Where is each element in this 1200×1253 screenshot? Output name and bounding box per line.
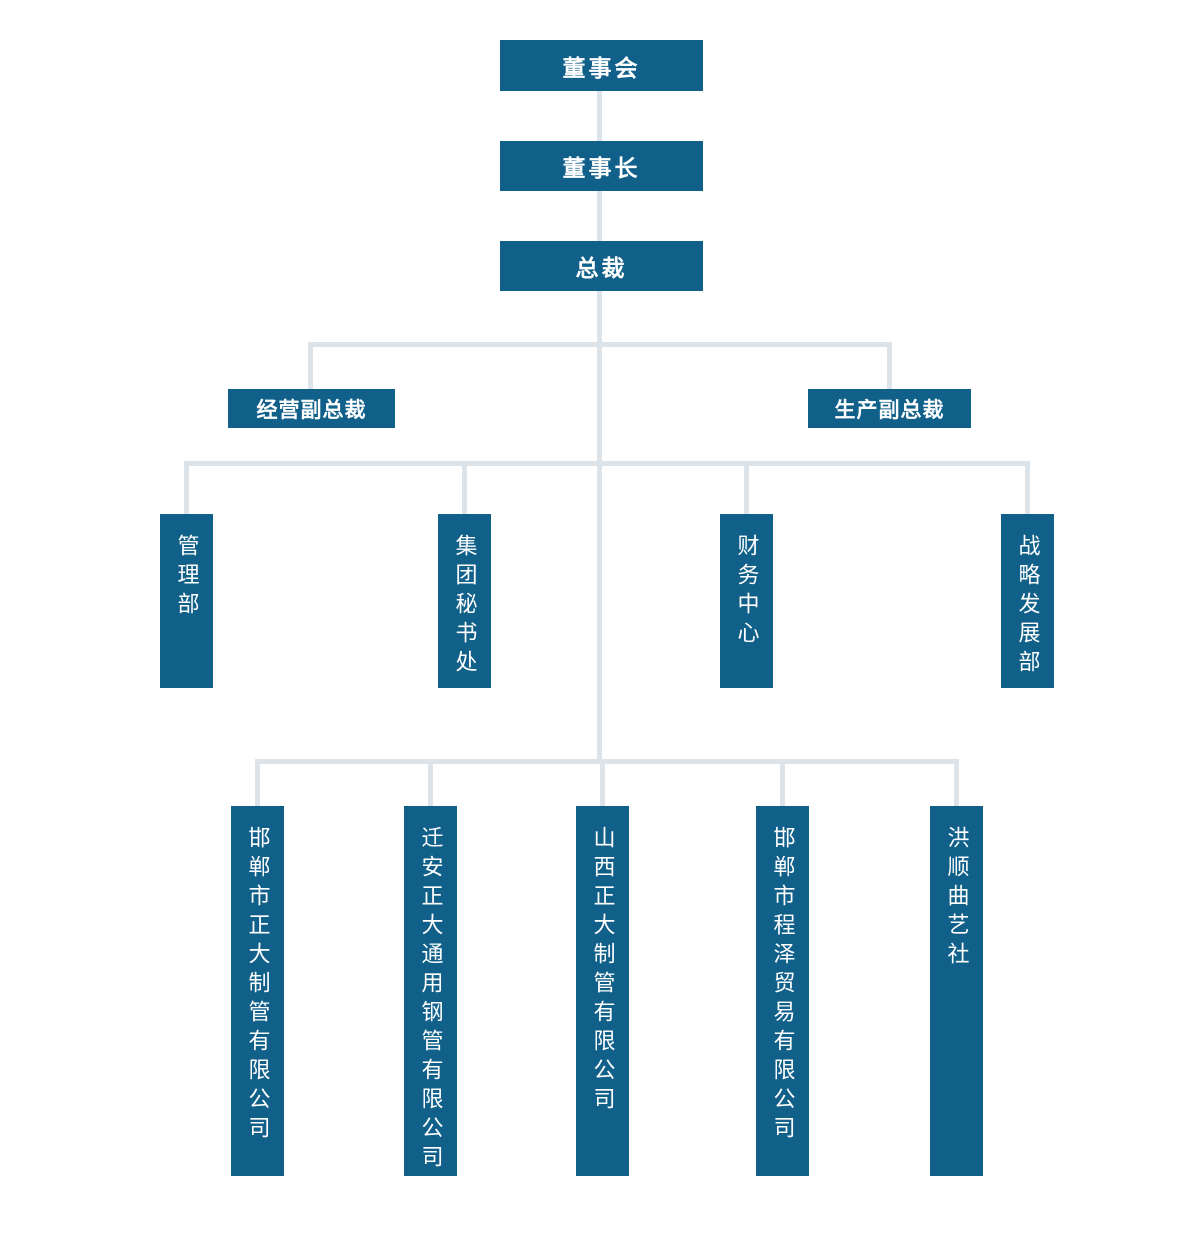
connector-company-3-drop: [600, 759, 605, 806]
org-node-president: 总裁: [500, 241, 703, 291]
org-node-chairman-label: 董事长: [562, 156, 641, 181]
org-node-vp-production-label: 生产副总裁: [834, 397, 945, 422]
org-node-dept-finance-center-label: 财务中心: [734, 534, 760, 650]
org-node-vp-production: 生产副总裁: [808, 389, 971, 428]
org-node-dept-finance-center: 财务中心: [720, 514, 773, 688]
connector-dept-strategy-drop: [1025, 461, 1030, 514]
org-node-dept-group-secretariat: 集团秘书处: [438, 514, 491, 688]
org-node-dept-management-label: 管理部: [174, 534, 200, 621]
org-node-company-qianan-zhengda-steel-pipe: 迁安正大通用钢管有限公司: [404, 806, 457, 1176]
connector-company-4-drop: [780, 759, 785, 806]
org-node-vp-operations-label: 经营副总裁: [256, 397, 367, 422]
connector-dept-management-drop: [184, 461, 189, 514]
org-node-president-label: 总裁: [575, 256, 628, 281]
org-node-dept-management: 管理部: [160, 514, 213, 688]
org-node-company-handan-chengze-trading-label: 邯郸市程泽贸易有限公司: [770, 826, 796, 1145]
org-node-company-shanxi-zhengda-pipe: 山西正大制管有限公司: [576, 806, 629, 1176]
org-node-company-handan-zhengda-pipe-label: 邯郸市正大制管有限公司: [245, 826, 271, 1145]
org-node-board-label: 董事会: [562, 55, 641, 81]
connector-trunk: [597, 291, 602, 764]
connector-company-2-drop: [428, 759, 433, 806]
connector-board-chairman: [597, 91, 602, 141]
org-node-company-hongshun-quyi-club: 洪顺曲艺社: [930, 806, 983, 1176]
org-node-company-shanxi-zhengda-pipe-label: 山西正大制管有限公司: [590, 826, 616, 1116]
org-node-board: 董事会: [500, 40, 703, 91]
org-node-dept-group-secretariat-label: 集团秘书处: [452, 534, 478, 679]
connector-chairman-president: [597, 191, 602, 241]
org-node-vp-operations: 经营副总裁: [228, 389, 395, 428]
org-node-dept-strategic-development: 战略发展部: [1001, 514, 1054, 688]
connector-vp-hline: [308, 342, 892, 347]
connector-vp-operations-drop: [308, 342, 313, 389]
org-node-company-hongshun-quyi-club-label: 洪顺曲艺社: [944, 826, 970, 971]
connector-dept-finance-drop: [744, 461, 749, 514]
org-node-dept-strategic-development-label: 战略发展部: [1015, 534, 1041, 679]
connector-company-5-drop: [954, 759, 959, 806]
org-node-chairman: 董事长: [500, 141, 703, 191]
org-node-company-qianan-zhengda-steel-pipe-label: 迁安正大通用钢管有限公司: [418, 826, 444, 1174]
connector-dept-secretariat-drop: [462, 461, 467, 514]
connector-vp-production-drop: [887, 342, 892, 389]
org-node-company-handan-chengze-trading: 邯郸市程泽贸易有限公司: [756, 806, 809, 1176]
connector-company-hline: [255, 759, 959, 764]
connector-company-1-drop: [255, 759, 260, 806]
org-node-company-handan-zhengda-pipe: 邯郸市正大制管有限公司: [231, 806, 284, 1176]
connector-dept-hline: [184, 461, 1030, 466]
